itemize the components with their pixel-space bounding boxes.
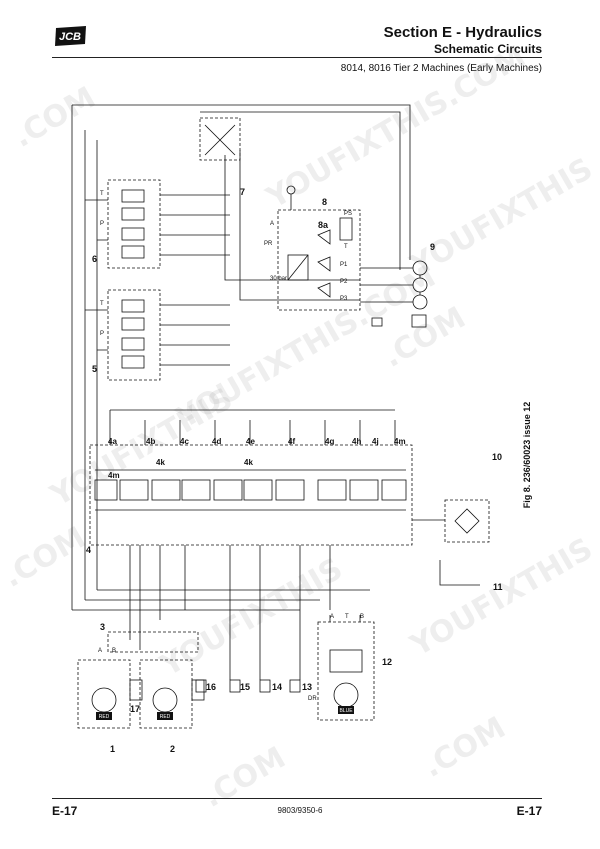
port-label: P [100, 331, 104, 337]
port-label: P [100, 221, 104, 227]
valve-section-4j: 4j [372, 437, 379, 446]
port-label: DR [308, 696, 317, 702]
component-4: 4 [86, 545, 91, 555]
port-label: P2 [340, 279, 348, 285]
valve-section-4g: 4g [325, 437, 334, 446]
brand-text: JCB [59, 31, 81, 43]
valve-section-4k-1: 4k [156, 458, 165, 467]
component-3: 3 [100, 622, 105, 632]
port-label: P3 [340, 296, 348, 302]
port-label: T [100, 191, 104, 197]
motor-label-red-2: RED [160, 714, 171, 720]
component-12: 12 [382, 657, 392, 667]
component-6: 6 [92, 254, 97, 264]
component-8: 8 [322, 197, 327, 207]
page-number-right: E-17 [516, 804, 542, 818]
footer-rule [52, 798, 542, 799]
component-8a: 8a [318, 220, 329, 230]
valve-section-4d: 4d [212, 437, 221, 446]
jcb-logo: JCB [52, 24, 90, 53]
port-label: T [345, 614, 349, 620]
port-label: PR [264, 241, 273, 247]
figure-caption: Fig 8. 236/60023 issue 12 [522, 402, 532, 509]
component-16: 16 [206, 682, 216, 692]
port-label: A [270, 221, 274, 227]
valve-section-4c: 4c [180, 437, 189, 446]
component-1: 1 [110, 744, 115, 754]
port-label: B [360, 614, 364, 620]
valve-section-4h: 4h [352, 437, 361, 446]
port-label: A [98, 648, 102, 654]
component-15: 15 [240, 682, 250, 692]
page-number-left: E-17 [52, 804, 78, 818]
valve-section-4m-top: 4m [394, 437, 406, 446]
component-7: 7 [240, 187, 245, 197]
component-5: 5 [92, 364, 97, 374]
port-label: A [330, 614, 334, 620]
component-9: 9 [430, 242, 435, 252]
port-label: B [112, 648, 116, 654]
valve-section-4f: 4f [288, 437, 295, 446]
section-title: Section E - Hydraulics [383, 24, 542, 41]
valve-section-4b: 4b [146, 437, 155, 446]
valve-section-4k-2: 4k [244, 458, 253, 467]
relief-setting: 30 bar [270, 276, 287, 282]
header-rule [52, 57, 542, 58]
component-13: 13 [302, 682, 312, 692]
sub-title: Schematic Circuits [433, 42, 542, 56]
motor-label-red-1: RED [99, 714, 110, 720]
component-2: 2 [170, 744, 175, 754]
valve-section-4a: 4a [108, 437, 117, 446]
port-label: T [100, 301, 104, 307]
component-14: 14 [272, 682, 282, 692]
valve-section-4m: 4m [108, 471, 120, 480]
port-label: P1 [340, 262, 348, 268]
document-number: 9803/9350-6 [277, 806, 323, 815]
component-10: 10 [492, 452, 502, 462]
component-11: 11 [493, 582, 503, 592]
motor-label-blue: BLUE [339, 708, 353, 714]
port-label: PS [344, 211, 352, 217]
valve-section-4e: 4e [246, 437, 255, 446]
machines-text: 8014, 8016 Tier 2 Machines (Early Machin… [340, 63, 542, 74]
port-label: T [344, 244, 348, 250]
component-17: 17 [130, 704, 140, 714]
